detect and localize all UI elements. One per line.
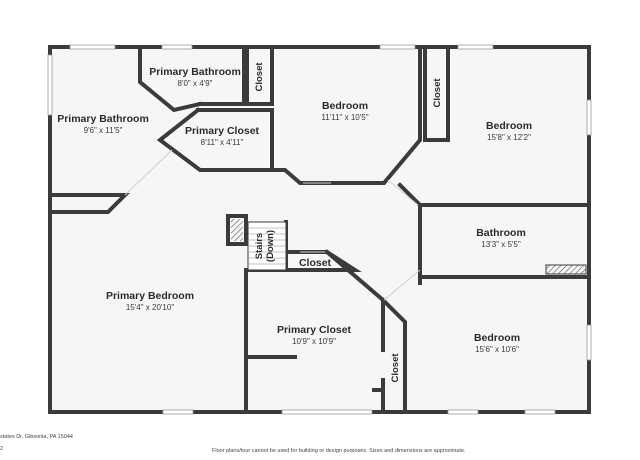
closet-label-bottom: Closet: [390, 353, 401, 383]
window: [162, 409, 194, 415]
stairs: Stairs (Down): [231, 219, 287, 271]
room-name-primary-bedroom: Primary Bedroom: [106, 290, 194, 302]
wall-primary-bath-small: [138, 45, 203, 113]
bathroom-counter: [545, 264, 587, 275]
room-dim-bedroom-bottom: 15'6" x 10'6": [475, 345, 519, 354]
window: [379, 44, 416, 50]
room-name-primary-bath-small: Primary Bathroom: [149, 66, 241, 78]
room-name-bedroom-center: Bedroom: [322, 100, 368, 112]
footer-page-number: 2: [0, 446, 4, 452]
wall-primary-closet-top: [156, 107, 274, 172]
stairs-label: Stairs: [254, 233, 265, 259]
window: [161, 44, 193, 50]
windows: [47, 44, 592, 415]
room-dim-primary-closet-top: 8'11" x 4'11": [201, 138, 244, 147]
room-name-primary-closet-top: Primary Closet: [185, 125, 260, 137]
room-dim-primary-bedroom: 15'4" x 20'10": [126, 303, 174, 312]
closet-label-top-small: Closet: [254, 62, 265, 92]
window: [524, 409, 556, 415]
floor-area: [50, 47, 589, 412]
room-dim-primary-bath-large: 9'6" x 11'5": [84, 126, 123, 135]
wall-primary-bath-large: [48, 193, 130, 214]
room-name-primary-closet-bottom: Primary Closet: [277, 324, 352, 336]
wall-bottom-closet: [380, 297, 407, 414]
room-labels: Primary Bathroom 8'0" x 4'9" Primary Bat…: [57, 62, 532, 383]
window: [69, 44, 116, 50]
stairs-label-down: (Down): [265, 230, 276, 262]
closet-label-right-top: Closet: [432, 78, 443, 108]
room-dim-primary-bath-small: 8'0" x 4'9": [178, 79, 213, 88]
wall-stair-column: [226, 214, 248, 246]
door-openings: [124, 149, 421, 301]
room-name-bedroom-bottom: Bedroom: [474, 332, 520, 344]
room-dim-bedroom-center: 11'11" x 10'5": [321, 113, 368, 122]
window: [457, 44, 494, 50]
window: [586, 99, 592, 136]
window: [281, 409, 373, 415]
room-name-primary-bath-large: Primary Bathroom: [57, 113, 149, 125]
closet-label-hall: Closet: [299, 257, 332, 269]
footer-disclaimer: Floor plans/tour cannot be used for buil…: [212, 448, 466, 454]
room-name-bedroom-right: Bedroom: [486, 120, 532, 132]
window: [586, 324, 592, 361]
room-dim-bathroom: 13'3" x 5'5": [481, 240, 521, 249]
room-dim-bedroom-right: 15'8" x 12'2": [487, 133, 531, 142]
window: [447, 409, 479, 415]
room-name-bathroom: Bathroom: [476, 227, 526, 239]
window: [47, 54, 53, 116]
room-dim-primary-closet-bottom: 10'9" x 10'9": [292, 337, 336, 346]
footer-address: states Dr, Gibsonia, PA 15044: [0, 434, 73, 440]
wall-bedroom-center-bottom: [270, 45, 422, 185]
